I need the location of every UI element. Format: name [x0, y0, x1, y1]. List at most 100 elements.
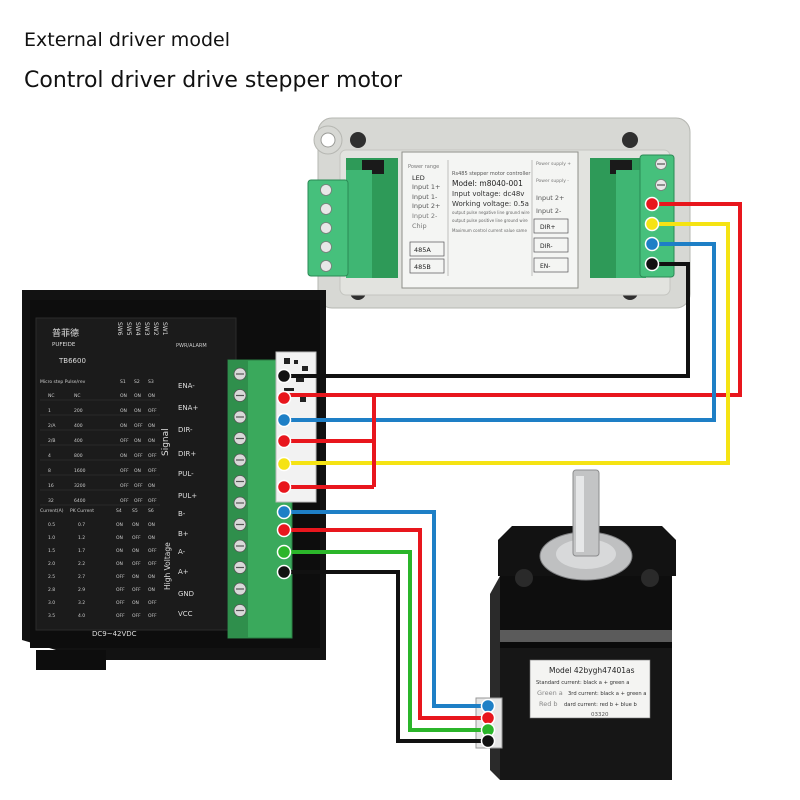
micro-cell: 1	[48, 408, 51, 414]
wires	[284, 202, 742, 743]
micro-cell: ON	[120, 423, 127, 429]
ctrl-small-1: output pulse negative line ground wire	[452, 210, 530, 215]
ctrl-label-485a: 485A	[414, 246, 431, 254]
driver-brand-cn: 普菲德	[52, 327, 79, 339]
ctrl-small-2: output pulse positive line ground wire	[452, 218, 528, 223]
current-cell: ON	[132, 574, 139, 580]
current-header: S6	[148, 508, 154, 514]
ctrl-label-input2p: Input 2+	[412, 202, 440, 210]
wire-red-controller	[284, 202, 742, 397]
terminal-dot-blue	[276, 504, 292, 520]
motor-line-3: dard current: red b + blue b	[564, 702, 638, 708]
current-header: S5	[132, 508, 138, 514]
terminal-dot-red	[276, 479, 292, 495]
motor-tag-2: Red b	[539, 700, 558, 708]
current-cell: ON	[116, 561, 123, 567]
stepper-motor: Model 42bygh47401as Standard current: bl…	[475, 469, 676, 780]
micro-cell: OFF	[120, 498, 129, 504]
current-cell: 2.0	[48, 561, 55, 567]
motor-code: 03320	[591, 712, 609, 718]
current-cell: ON	[116, 535, 123, 541]
current-header: S4	[116, 508, 122, 514]
ctrl-label-psn: Power supply -	[536, 178, 569, 184]
driver-model: TB6600	[58, 357, 86, 365]
wire-yellow-controller	[284, 222, 730, 465]
driver-terminal-label: B-	[178, 510, 186, 518]
micro-cell: 8	[48, 468, 51, 474]
micro-cell: OFF	[134, 483, 143, 489]
driver-sw-label: SW3	[143, 322, 150, 336]
driver-brand-en: PUFEIDE	[52, 342, 76, 348]
current-cell: 0.5	[48, 522, 55, 528]
micro-cell: OFF	[148, 453, 157, 459]
current-cell: ON	[132, 522, 139, 528]
ctrl-label-enn: EN-	[540, 263, 550, 270]
ctrl-small-3: Maximum control current value same	[452, 228, 527, 233]
driver-sw-label: SW2	[152, 322, 159, 336]
wire-red-motor	[284, 528, 488, 720]
current-cell: 2.8	[48, 587, 55, 593]
current-cell: 2.2	[78, 561, 85, 567]
micro-cell: OFF	[120, 438, 129, 444]
current-cell: OFF	[132, 561, 141, 567]
driver-terminal-label: ENA+	[178, 404, 198, 412]
terminal-dot-black	[644, 256, 660, 272]
driver-terminal-label: GND	[178, 590, 194, 598]
ctrl-right-terminal	[639, 154, 675, 278]
driver-dc-label: DC9~42VDC	[92, 630, 137, 638]
current-cell: 1.2	[78, 535, 85, 541]
ctrl-label-input1p: Input 1+	[412, 183, 440, 191]
motor-line-1: Standard current: black a + green a	[536, 680, 629, 686]
micro-cell: 3200	[74, 483, 86, 489]
ctrl-voltage: Input voltage: dc48v	[452, 190, 524, 198]
terminal-dot-red	[480, 710, 496, 726]
ctrl-label-input2n: Input 2-	[412, 212, 438, 220]
micro-cell: OFF	[134, 423, 143, 429]
micro-cell: ON	[134, 393, 141, 399]
ctrl-label-input1n: Input 1-	[412, 193, 438, 201]
ctrl-label-psp: Power supply +	[536, 161, 571, 167]
ctrl-current: Working voltage: 0.5a	[452, 200, 529, 208]
micro-cell: NC	[74, 393, 81, 399]
terminal-dot-red	[276, 390, 292, 406]
micro-cell: 16	[48, 483, 54, 489]
micro-cell: 1600	[74, 468, 86, 474]
driver-terminal-label: DIR+	[178, 450, 196, 458]
current-cell: 2.9	[78, 587, 85, 593]
current-cell: 1.5	[48, 548, 55, 554]
micro-cell: 400	[74, 438, 83, 444]
micro-header: S2	[134, 379, 140, 385]
driver-sw-label: SW4	[134, 322, 141, 336]
current-cell: 2.5	[48, 574, 55, 580]
wire-terminals	[276, 163, 665, 749]
ctrl-label-led: LED	[412, 174, 425, 182]
driver-terminal-label: A+	[178, 568, 189, 576]
ctrl-label-r-input2n: Input 2-	[536, 207, 562, 215]
current-cell: OFF	[148, 548, 157, 554]
controller-module: Power range LED Input 1+ Input 1- Input …	[307, 117, 691, 309]
terminal-dot-black	[480, 733, 496, 749]
driver-sw-label: SW1	[161, 322, 168, 336]
current-cell: 3.5	[48, 613, 55, 619]
page-title: External driver model	[24, 29, 230, 51]
page-subtitle: Control driver drive stepper motor	[24, 68, 403, 93]
micro-cell: ON	[134, 408, 141, 414]
micro-cell: OFF	[134, 498, 143, 504]
terminal-dot-yellow	[644, 216, 660, 232]
micro-cell: OFF	[120, 468, 129, 474]
current-cell: OFF	[116, 600, 125, 606]
micro-cell: 400	[74, 423, 83, 429]
micro-cell: ON	[148, 393, 155, 399]
current-cell: ON	[148, 574, 155, 580]
driver-hv-label: High Voltage	[163, 542, 172, 590]
terminal-dot-red	[276, 433, 292, 449]
ctrl-label-dirp: DIR+	[540, 224, 556, 231]
ctrl-label-power-range: Power range	[408, 164, 439, 170]
terminal-dot-yellow	[276, 456, 292, 472]
ctrl-label-chip: Chip	[412, 222, 427, 230]
micro-cell: ON	[134, 468, 141, 474]
current-cell: OFF	[132, 587, 141, 593]
current-cell: 2.7	[78, 574, 85, 580]
ctrl-model: Model: m8040-001	[452, 179, 523, 188]
